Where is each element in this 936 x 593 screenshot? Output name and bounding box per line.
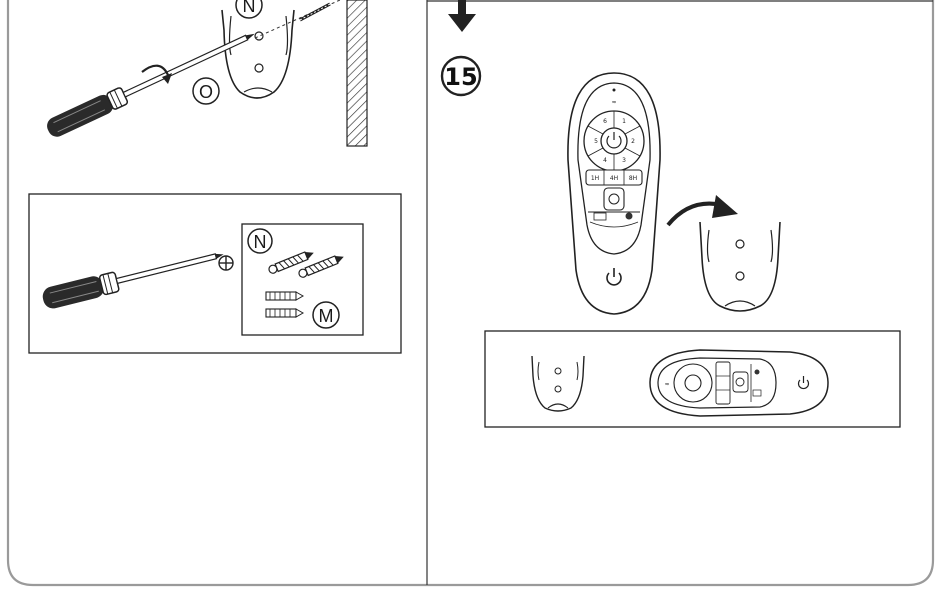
label-o: O	[192, 77, 220, 105]
label-n-box: N	[247, 228, 273, 254]
remote-control-icon: ≈	[649, 349, 829, 417]
wall-anchor-icon	[265, 291, 305, 301]
svg-text:6: 6	[603, 118, 607, 125]
page-frame	[6, 0, 935, 587]
svg-text:5: 5	[594, 138, 598, 145]
svg-text:4H: 4H	[610, 175, 618, 182]
tools-box: N M	[28, 193, 402, 354]
svg-text:M: M	[319, 306, 334, 326]
screwdriver-icon	[42, 253, 224, 309]
svg-text:1H: 1H	[591, 175, 599, 182]
rotate-arrow-icon	[141, 64, 169, 76]
screw-icon	[299, 2, 331, 22]
screw-icon	[268, 251, 314, 274]
label-n-top: N	[235, 0, 263, 19]
screwdriver-icon	[47, 33, 255, 137]
wall-mount-illustration: N O	[47, 0, 368, 147]
curved-arrow-icon	[666, 195, 738, 227]
remote-control-icon: ≈ 6 1 5 2 4 3 1H 4H 8H	[567, 72, 661, 315]
svg-text:≈: ≈	[611, 99, 616, 106]
svg-text:3: 3	[622, 157, 626, 164]
wall-holder-icon	[221, 9, 295, 99]
phillips-tip-icon	[218, 255, 234, 271]
svg-text:2: 2	[631, 138, 635, 145]
label-m: M	[312, 301, 340, 329]
svg-text:8H: 8H	[629, 175, 637, 182]
svg-text:1: 1	[622, 118, 626, 125]
svg-text:15: 15	[444, 63, 477, 91]
step-15-panel: 15 ≈ 6 1 5 2 4 3	[440, 0, 901, 428]
step-number-badge: 15	[440, 55, 482, 97]
wall-anchor-icon	[265, 308, 305, 318]
wall-holder-icon	[699, 221, 781, 312]
wall-holder-icon	[531, 355, 585, 412]
wall	[346, 0, 368, 147]
svg-text:≈: ≈	[664, 381, 669, 388]
svg-text:N: N	[243, 0, 256, 16]
power-icon	[797, 376, 810, 390]
down-arrow-icon	[448, 0, 476, 32]
power-icon	[606, 268, 622, 286]
svg-text:4: 4	[603, 157, 607, 164]
screw-icon	[298, 255, 344, 278]
svg-text:O: O	[199, 82, 213, 102]
svg-text:N: N	[254, 232, 267, 252]
